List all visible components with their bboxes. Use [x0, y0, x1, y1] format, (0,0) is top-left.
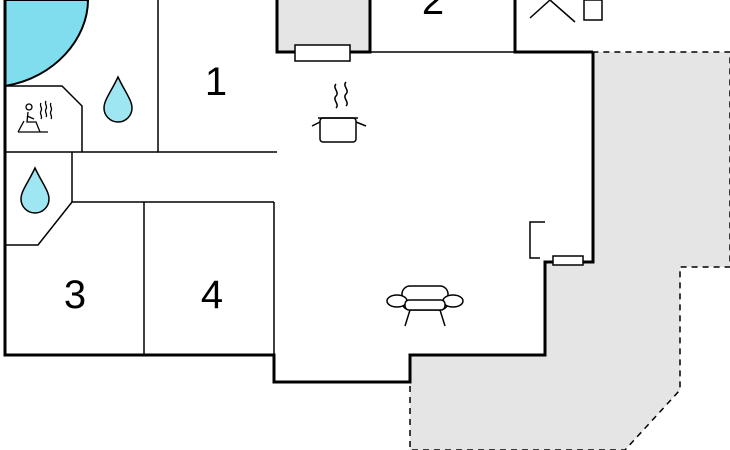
stair-mark — [529, 0, 576, 23]
fireplace-icon — [529, 221, 545, 259]
water-drop-icon — [20, 166, 50, 214]
window-right — [552, 255, 584, 266]
room-2-label: 2 — [422, 0, 444, 23]
room-3-label: 3 — [64, 273, 86, 317]
window-top — [294, 44, 351, 62]
room-4-label: 4 — [201, 273, 223, 317]
pool — [4, 0, 90, 88]
room-1-label: 1 — [205, 60, 227, 104]
utility-room — [278, 0, 370, 52]
terrace — [409, 51, 730, 450]
sauna-icon — [17, 100, 53, 133]
armchair-icon — [386, 285, 464, 327]
window-corner — [583, 0, 603, 21]
cooking-pot-icon — [311, 81, 367, 143]
room-2-area — [370, 0, 515, 52]
interior-walls — [5, 0, 515, 355]
water-drop-icon — [103, 75, 133, 123]
